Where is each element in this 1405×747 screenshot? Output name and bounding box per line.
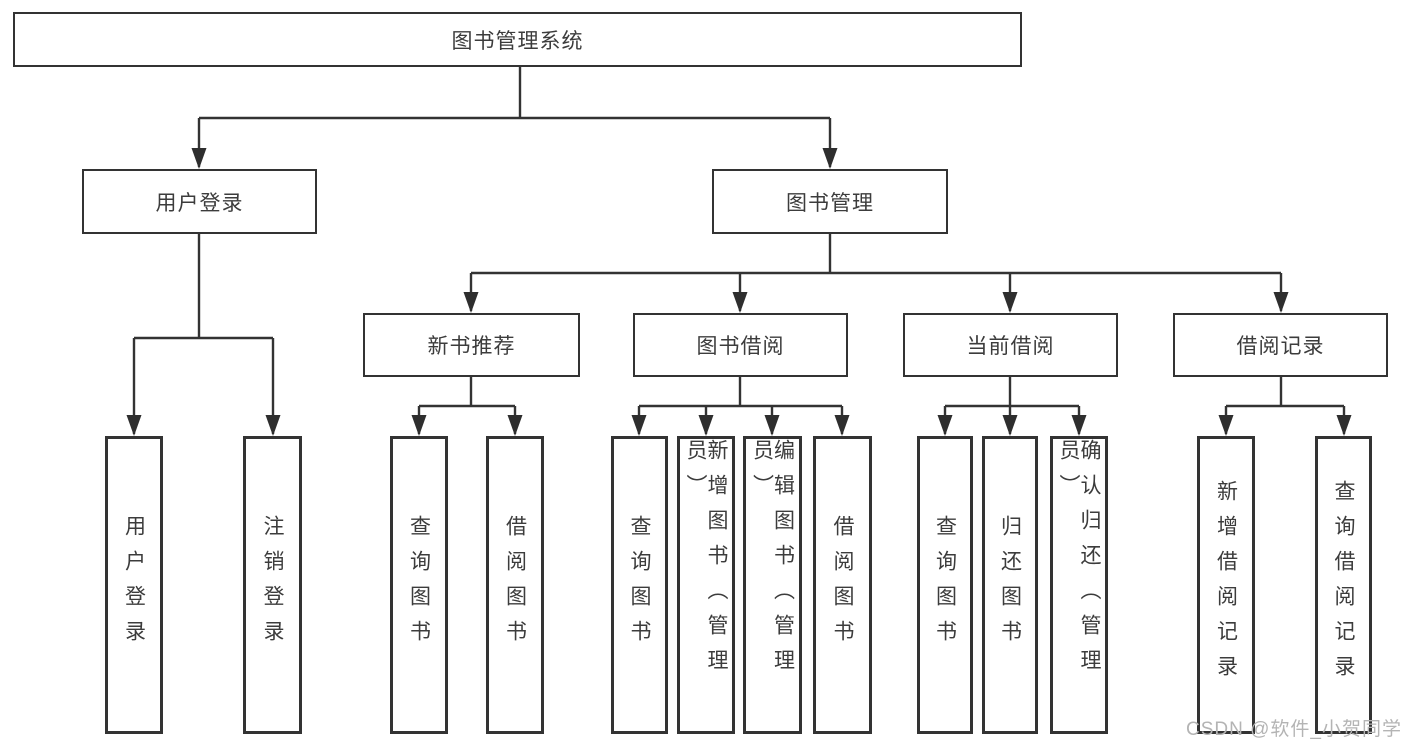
node-add-books-admin: 新增图书（管理员）: [677, 436, 735, 734]
node-confirm-return-admin: 确认归还（管理员）: [1050, 436, 1108, 734]
node-user-login-action: 用户登录: [105, 436, 163, 734]
connector-arrows: [126, 118, 1352, 436]
node-book-borrowing: 图书借阅: [633, 313, 848, 377]
node-query-books-borrowing: 查询图书: [611, 436, 668, 734]
node-query-borrow-record: 查询借阅记录: [1315, 436, 1372, 734]
node-root: 图书管理系统: [13, 12, 1022, 67]
node-return-books: 归还图书: [982, 436, 1038, 734]
node-borrow-books-recommend: 借阅图书: [486, 436, 544, 734]
node-query-books-current: 查询图书: [917, 436, 973, 734]
node-edit-books-admin: 编辑图书（管理员）: [743, 436, 802, 734]
node-new-book-recommendation: 新书推荐: [363, 313, 580, 377]
node-borrow-books: 借阅图书: [813, 436, 872, 734]
node-book-management: 图书管理: [712, 169, 948, 234]
node-user-login: 用户登录: [82, 169, 317, 234]
node-add-borrow-record: 新增借阅记录: [1197, 436, 1255, 734]
watermark: CSDN @软件_小贺同学: [1186, 719, 1402, 740]
node-logout-action: 注销登录: [243, 436, 302, 734]
node-query-books-recommend: 查询图书: [390, 436, 448, 734]
node-current-borrowing: 当前借阅: [903, 313, 1118, 377]
node-borrowing-records: 借阅记录: [1173, 313, 1388, 377]
